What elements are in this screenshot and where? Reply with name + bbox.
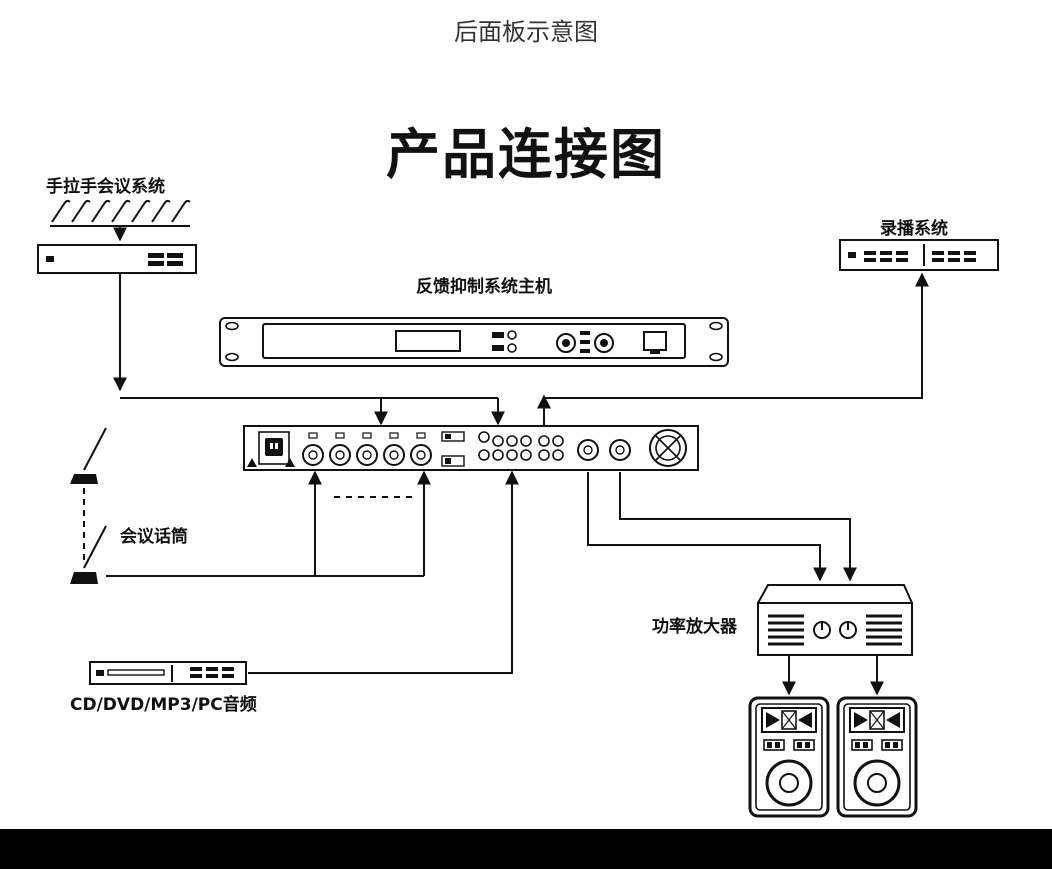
amplifier-label: 功率放大器 xyxy=(652,617,737,637)
bottom-black-bar xyxy=(0,829,1052,869)
diagram-title: 产品连接图 xyxy=(386,123,666,186)
power-amplifier xyxy=(757,584,913,656)
conference-mic-bottom xyxy=(70,525,107,584)
connection-lines xyxy=(106,272,929,696)
conference-system-label: 手拉手会议系统 xyxy=(46,177,165,197)
audio-source-label: CD/DVD/MP3/PC音频 xyxy=(70,695,257,715)
conference-unit xyxy=(37,244,197,274)
host-front-panel xyxy=(219,317,729,367)
host-rear-panel xyxy=(243,425,699,471)
microphone-label: 会议话筒 xyxy=(120,527,188,547)
recording-system-label: 录播系统 xyxy=(880,219,948,239)
audio-source-player xyxy=(89,661,247,685)
conference-microphones xyxy=(50,199,191,227)
host-label: 反馈抑制系统主机 xyxy=(416,277,552,297)
conference-mic-top xyxy=(70,427,107,484)
speaker-right xyxy=(836,696,918,818)
diagram-subtitle: 后面板示意图 xyxy=(454,18,598,46)
speaker-left xyxy=(748,696,830,818)
recording-unit xyxy=(839,239,999,271)
